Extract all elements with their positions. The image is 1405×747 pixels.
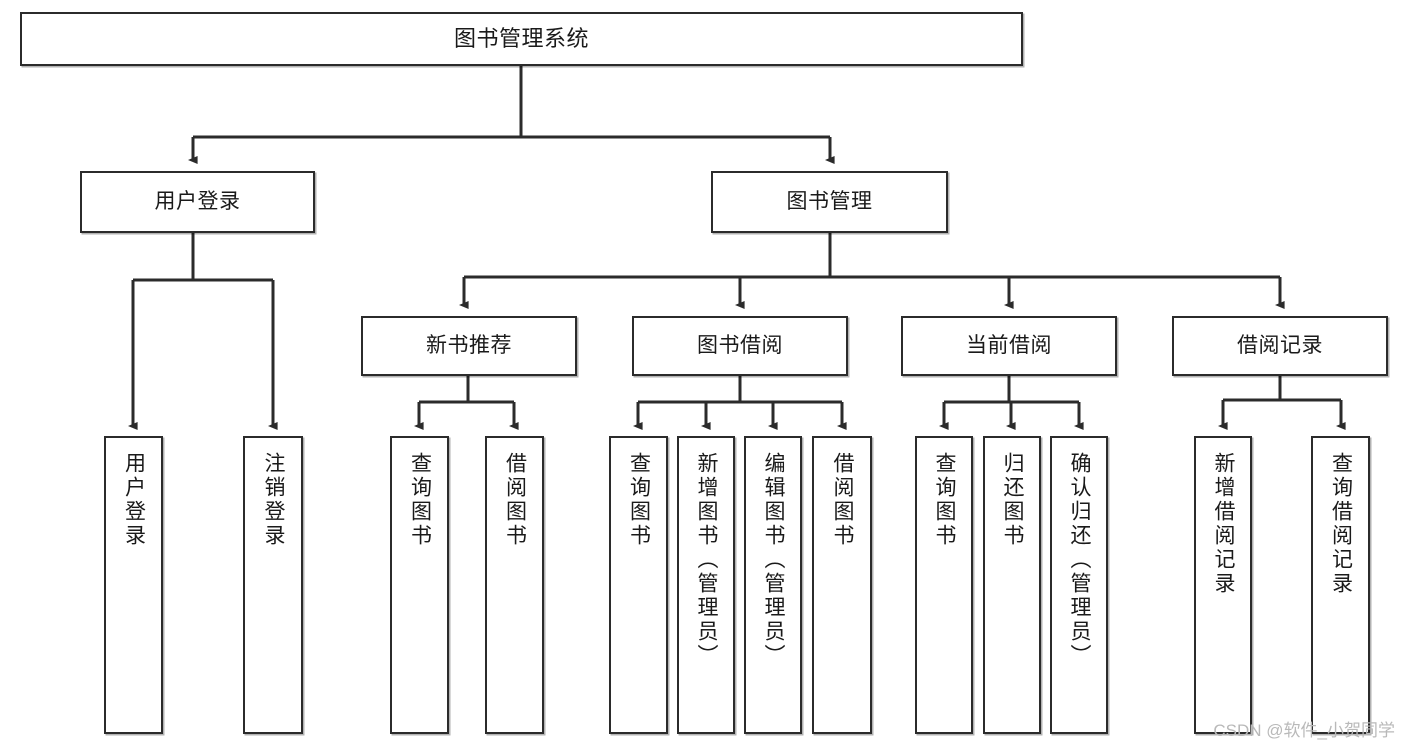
node-label: 借阅记录 bbox=[1237, 334, 1323, 358]
node-label: 查询图书 bbox=[627, 452, 651, 548]
node-label: 图书借阅 bbox=[697, 334, 783, 358]
node-label: 当前借阅 bbox=[966, 334, 1052, 358]
leaf-return-books[interactable]: 归还图书 bbox=[983, 436, 1041, 734]
node-label: 新增借阅记录 bbox=[1212, 452, 1236, 596]
leaf-borrow-books-borrow[interactable]: 借阅图书 bbox=[812, 436, 872, 734]
node-label: 图书管理系统 bbox=[453, 25, 589, 51]
node-book-borrow[interactable]: 图书借阅 bbox=[632, 316, 848, 376]
node-new-book-recommendation[interactable]: 新书推荐 bbox=[361, 316, 577, 376]
node-book-management[interactable]: 图书管理 bbox=[711, 171, 948, 233]
node-root-book-management-system[interactable]: 图书管理系统 bbox=[20, 12, 1023, 66]
node-label: 查询图书 bbox=[408, 452, 432, 548]
node-label: 新增图书（管理员） bbox=[695, 452, 719, 668]
node-label: 归还图书 bbox=[1001, 452, 1025, 548]
leaf-add-book-admin[interactable]: 新增图书（管理员） bbox=[677, 436, 735, 734]
node-label: 借阅图书 bbox=[831, 452, 855, 548]
node-user-login[interactable]: 用户登录 bbox=[80, 171, 315, 233]
node-label: 查询图书 bbox=[933, 452, 957, 548]
node-current-borrow[interactable]: 当前借阅 bbox=[901, 316, 1117, 376]
node-label: 注销登录 bbox=[262, 452, 286, 548]
leaf-query-borrow-record[interactable]: 查询借阅记录 bbox=[1311, 436, 1370, 734]
node-label: 图书管理 bbox=[786, 190, 873, 214]
node-label: 借阅图书 bbox=[503, 452, 527, 548]
leaf-logout[interactable]: 注销登录 bbox=[243, 436, 303, 734]
leaf-borrow-books-recommendation[interactable]: 借阅图书 bbox=[485, 436, 544, 734]
node-label: 确认归还（管理员） bbox=[1068, 452, 1092, 668]
node-label: 查询借阅记录 bbox=[1329, 452, 1353, 596]
leaf-edit-book-admin[interactable]: 编辑图书（管理员） bbox=[744, 436, 802, 734]
node-label: 编辑图书（管理员） bbox=[762, 452, 786, 668]
leaf-add-borrow-record[interactable]: 新增借阅记录 bbox=[1194, 436, 1252, 734]
leaf-user-login[interactable]: 用户登录 bbox=[104, 436, 163, 734]
leaf-query-books-recommendation[interactable]: 查询图书 bbox=[390, 436, 449, 734]
node-label: 新书推荐 bbox=[426, 334, 512, 358]
leaf-query-books-borrow[interactable]: 查询图书 bbox=[609, 436, 668, 734]
leaf-query-books-current[interactable]: 查询图书 bbox=[915, 436, 973, 734]
node-label: 用户登录 bbox=[154, 190, 241, 214]
node-label: 用户登录 bbox=[122, 452, 146, 548]
node-borrow-records[interactable]: 借阅记录 bbox=[1172, 316, 1388, 376]
leaf-confirm-return-admin[interactable]: 确认归还（管理员） bbox=[1050, 436, 1108, 734]
